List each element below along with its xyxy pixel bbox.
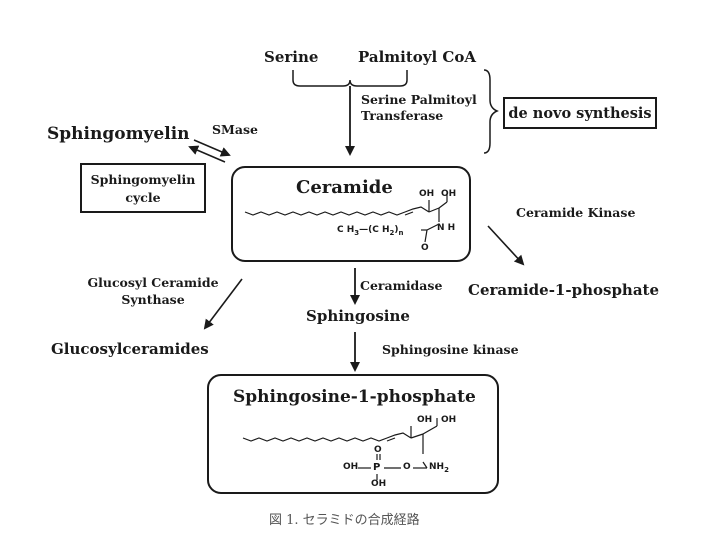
smase-arrow-to-ceramide bbox=[193, 139, 231, 157]
ceramide-box: Ceramide OH OH N H O C H3—(C H2)n bbox=[231, 166, 471, 262]
glucosylceramides-label: Glucosylceramides bbox=[51, 340, 209, 358]
cer-nh: N H bbox=[437, 223, 456, 233]
ceramide-1-phosphate-label: Ceramide-1-phosphate bbox=[468, 281, 660, 299]
s1p-oh-p-left: OH bbox=[343, 462, 359, 472]
figure-caption: 図 1. セラミドの合成経路 bbox=[269, 513, 420, 528]
sm-cycle-line1: Sphingomyelin bbox=[90, 172, 196, 187]
de-novo-label: de novo synthesis bbox=[508, 105, 652, 122]
gcs-label-line2: Synthase bbox=[121, 292, 185, 307]
s1p-o-link: O bbox=[403, 462, 411, 472]
s1p-structure bbox=[242, 418, 438, 480]
sphingosine-label: Sphingosine bbox=[306, 307, 410, 325]
gcs-arrow bbox=[203, 278, 243, 330]
s1p-oh-right: OH bbox=[441, 415, 457, 425]
s1p-box: Sphingosine-1-phosphate OH OH O P OH OH … bbox=[207, 374, 499, 494]
precursor-join-bracket bbox=[292, 70, 408, 87]
spt-label-line1: Serine Palmitoyl bbox=[361, 92, 477, 107]
sphingomyelin-label: Sphingomyelin bbox=[47, 124, 190, 144]
ceramide-title: Ceramide bbox=[296, 177, 393, 198]
sm-cycle-line2: cycle bbox=[125, 190, 161, 205]
palmitoyl-coa-label: Palmitoyl CoA bbox=[358, 48, 477, 66]
cer-ch3: C H3—(C H2)n bbox=[337, 225, 404, 237]
de-novo-box: de novo synthesis bbox=[503, 97, 657, 129]
ceramide-kinase-arrow bbox=[487, 225, 525, 266]
ceramidase-label: Ceramidase bbox=[360, 278, 443, 293]
serine-label: Serine bbox=[264, 48, 319, 66]
s1p-nh2: NH2 bbox=[429, 462, 449, 474]
s1p-o-top: O bbox=[374, 445, 382, 455]
ceramide-kinase-label: Ceramide Kinase bbox=[516, 205, 636, 220]
smase-arrow-to-sphingomyelin bbox=[188, 145, 226, 163]
smase-label: SMase bbox=[212, 122, 258, 137]
sphingosine-kinase-label: Sphingosine kinase bbox=[382, 342, 519, 357]
de-novo-brace bbox=[483, 69, 499, 154]
gcs-label-line1: Glucosyl Ceramide bbox=[87, 275, 219, 290]
s1p-title: Sphingosine-1-phosphate bbox=[233, 387, 476, 407]
s1p-oh-left: OH bbox=[417, 415, 433, 425]
sphingomyelin-cycle-box: Sphingomyelin cycle bbox=[80, 163, 206, 213]
cer-o: O bbox=[421, 243, 429, 253]
cer-oh-left: OH bbox=[419, 189, 435, 199]
s1p-oh-p-bottom: OH bbox=[371, 479, 387, 489]
ceramide-structure bbox=[244, 194, 448, 243]
spt-label-line2: Transferase bbox=[361, 108, 444, 123]
cer-oh-right: OH bbox=[441, 189, 457, 199]
s1p-p: P bbox=[373, 462, 381, 473]
